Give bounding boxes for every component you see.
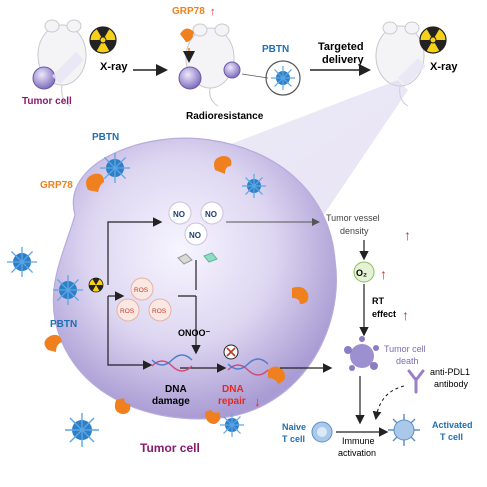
- death-label: Tumor cell death: [384, 344, 428, 366]
- grp78-receptor-icon: [205, 410, 221, 424]
- grp78-receptor-icon: [114, 398, 131, 414]
- pbtn-nanoparticle-icon: [100, 153, 130, 183]
- dna-repair-label: DNA repair: [218, 384, 246, 407]
- radiation-icon: [89, 26, 117, 54]
- up-arrow-icon: ↑: [402, 307, 409, 323]
- top-row: X-ray Tumor cell GRP78 ↑ Radioresistance: [22, 6, 458, 122]
- pbtn-nanoparticle-icon: [65, 413, 99, 447]
- activated-label: Activated T cell: [432, 420, 475, 442]
- rt-effect-label: RT effect: [372, 296, 396, 319]
- radioresistance-label: Radioresistance: [186, 111, 264, 122]
- pbtn-nanoparticle-icon: [242, 174, 266, 198]
- xray-label-left: X-ray: [100, 61, 128, 73]
- dna-helix-icon: [151, 354, 193, 372]
- ros-label: ROS: [152, 308, 167, 315]
- up-arrow-icon: ↑: [380, 266, 387, 282]
- pbtn-nanoparticle-icon: [220, 413, 244, 437]
- tumor-cell-body: [52, 137, 337, 420]
- tumor-cell-icon: [178, 66, 202, 90]
- pbtn-nanoparticle-icon: [53, 275, 83, 305]
- grp78-receptor-icon: [268, 366, 286, 384]
- targeted-delivery-label: Targeted delivery: [318, 41, 367, 66]
- naive-t-cell-icon: [311, 421, 333, 443]
- antibody-icon: [407, 369, 425, 394]
- up-arrow-icon: ↑: [210, 6, 216, 18]
- dna-damage-label: DNA damage: [152, 384, 190, 407]
- grp78-receptor-icon: [86, 173, 104, 192]
- scissors-icon: [223, 344, 239, 360]
- right-panel: Tumor vessel density ↑ O₂ ↑ RT effect ↑ …: [226, 213, 475, 458]
- pbtn-label-top: PBTN: [92, 132, 119, 143]
- ros-molecules: ROS ROS ROS: [116, 277, 172, 322]
- radiation-icon: [88, 277, 104, 293]
- grp78-receptor-icon: [214, 156, 232, 174]
- antibody-label: anti-PDL1 antibody: [430, 367, 473, 389]
- dna-helix-icon: [227, 358, 269, 376]
- onoo-label: ONOO⁻: [178, 328, 211, 338]
- grp78-receptor-icon: [44, 334, 62, 352]
- grp78-receptors: [44, 156, 309, 424]
- grp78-receptor-icon: [292, 286, 309, 304]
- up-arrow-icon: ↑: [404, 227, 411, 243]
- xray-beam-icon: [52, 52, 84, 84]
- pathway-arrows: [107, 217, 333, 373]
- connector-line: [241, 73, 269, 79]
- no-molecules: NO NO NO: [168, 201, 224, 265]
- pbtn-label-left: PBTN: [50, 319, 77, 330]
- radiation-icon: [419, 26, 447, 54]
- tumor-cell-icon: [223, 61, 241, 79]
- pbtn-nanoparticle-icon: [7, 247, 37, 277]
- down-arrow-icon: ↓: [254, 394, 261, 409]
- vessel-label: Tumor vessel density: [326, 213, 382, 236]
- grp78-label: GRP78: [172, 6, 205, 17]
- pbtn-label-top-row: PBTN: [262, 44, 289, 55]
- xray-beam-icon: [398, 58, 426, 86]
- ros-label: ROS: [134, 287, 149, 294]
- grp78-label-cell: GRP78: [40, 180, 73, 191]
- ros-label: ROS: [120, 308, 135, 315]
- xray-label-right: X-ray: [430, 61, 458, 73]
- grp78-receptor-icon: [180, 28, 194, 42]
- no-label: NO: [189, 231, 201, 240]
- naive-label: Naive T cell: [282, 422, 309, 444]
- no-label: NO: [173, 210, 185, 219]
- pbtn-particles: [7, 153, 266, 447]
- pbtn-nanoparticle-icon: [271, 66, 295, 90]
- tumor-cell-label: Tumor cell: [22, 96, 72, 107]
- dead-cell-icon: [344, 336, 379, 371]
- o2-label: O₂: [356, 268, 367, 278]
- activated-t-cell-icon: [388, 414, 420, 446]
- no-label: NO: [205, 210, 217, 219]
- tumor-cell-label-main: Tumor cell: [140, 441, 200, 455]
- tumor-cell-icon: [32, 66, 56, 90]
- immune-label: Immune activation: [338, 436, 377, 458]
